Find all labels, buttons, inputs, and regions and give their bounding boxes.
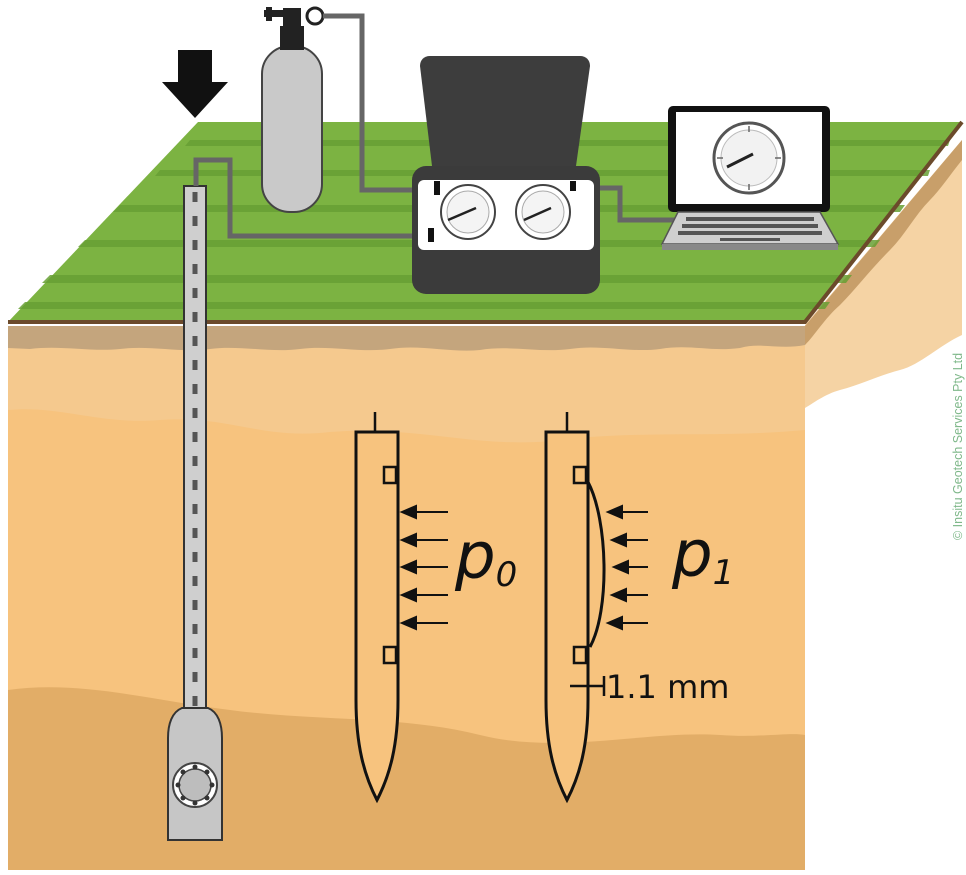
dilatometer-blade-icon bbox=[544, 412, 606, 804]
pressure-arrows-p0 bbox=[399, 504, 448, 631]
dilatometer-blade-icon bbox=[354, 412, 400, 804]
soil-side-crust bbox=[805, 140, 962, 345]
copyright-text: © Insitu Geotech Services Pty Ltd bbox=[951, 353, 965, 540]
push-rod bbox=[183, 185, 207, 715]
displacement-marker bbox=[570, 676, 606, 696]
pressure-arrows-p1 bbox=[605, 504, 648, 631]
dilatometer-blade-icon bbox=[167, 707, 223, 841]
laptop-icon bbox=[660, 106, 840, 250]
gas-cylinder-icon bbox=[261, 6, 325, 213]
label-displacement: 1.1 mm bbox=[606, 668, 729, 706]
down-arrow-icon bbox=[162, 50, 228, 118]
label-p0-letter: p bbox=[454, 520, 496, 594]
soil-crust bbox=[8, 326, 805, 351]
pressure-gauge-icon bbox=[515, 184, 571, 240]
control-unit-icon bbox=[412, 56, 600, 294]
label-p1: p1 bbox=[671, 518, 734, 593]
label-p1-letter: p bbox=[671, 518, 713, 592]
label-p0-sub: 0 bbox=[496, 555, 518, 595]
expanded-membrane bbox=[586, 481, 606, 648]
label-p1-sub: 1 bbox=[713, 553, 735, 593]
label-p0: p0 bbox=[454, 520, 517, 595]
pressure-gauge-icon bbox=[440, 184, 496, 240]
